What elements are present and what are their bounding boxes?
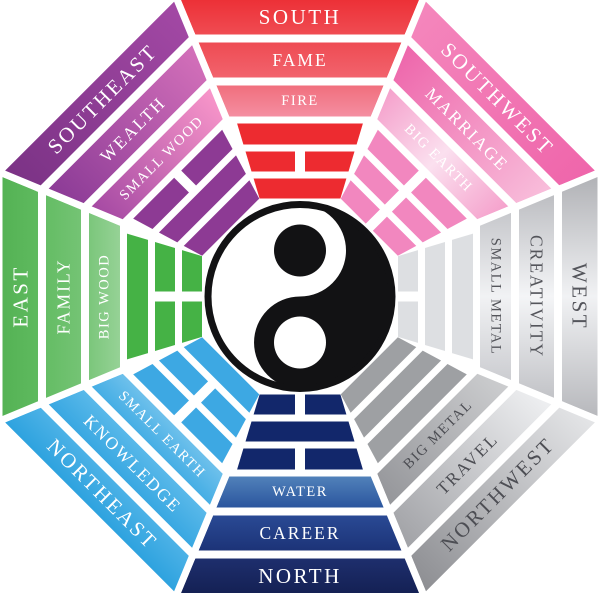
label-west-middle: CREATIVITY bbox=[527, 235, 547, 358]
trigram-line-southwest-1-broken bbox=[367, 129, 419, 186]
trigram-line-north-2-solid bbox=[245, 421, 355, 442]
sector-east: EAST FAMILY BIG WOOD bbox=[0, 168, 202, 425]
trigram-line-south-1-solid bbox=[237, 123, 363, 145]
trigram-line-southeast-1-broken bbox=[133, 177, 189, 230]
band-southeast-inner bbox=[79, 75, 232, 228]
trigram-line-west-3-broken bbox=[398, 301, 418, 343]
trigram-line-west-3-broken bbox=[398, 250, 418, 292]
trigram-line-north-1-broken bbox=[237, 448, 295, 470]
trigram-line-northwest-2-solid bbox=[354, 350, 442, 438]
label-east-inner: BIG WOOD bbox=[97, 254, 113, 339]
trigram-line-south-2-broken bbox=[305, 151, 355, 172]
sector-west: WEST CREATIVITY SMALL METAL bbox=[398, 168, 600, 425]
trigram-line-southwest-3-broken bbox=[372, 216, 417, 256]
label-west-inner: SMALL METAL bbox=[488, 238, 504, 356]
trigram-line-north-3-broken bbox=[305, 394, 347, 415]
label-west-outer: WEST bbox=[568, 263, 592, 330]
label-east-outer: EAST bbox=[9, 265, 33, 328]
trigram-kan-water bbox=[237, 394, 363, 470]
label-north-outer: NORTH bbox=[258, 564, 342, 588]
label-north-middle: CAREER bbox=[259, 523, 340, 543]
label-east-middle: FAMILY bbox=[54, 258, 74, 334]
label-north-inner: WATER bbox=[272, 484, 328, 500]
trigram-line-east-2-broken bbox=[155, 242, 175, 292]
trigram-line-northeast-2-broken bbox=[158, 350, 209, 396]
trigram-line-west-2-solid bbox=[425, 242, 445, 351]
trigram-line-northeast-3-solid bbox=[183, 337, 260, 413]
trigram-kun-earth bbox=[340, 129, 467, 256]
trigram-gen-mountain bbox=[133, 337, 260, 464]
trigram-line-south-3-solid bbox=[253, 178, 347, 199]
trigram-line-southeast-3-solid bbox=[183, 180, 260, 256]
trigram-line-east-2-broken bbox=[155, 301, 175, 351]
trigram-line-northeast-1-broken bbox=[181, 407, 233, 464]
trigram-line-east-3-broken bbox=[182, 250, 202, 292]
trigram-dui-lake bbox=[398, 233, 473, 360]
trigram-line-east-1-solid bbox=[127, 233, 148, 360]
label-south-outer: SOUTH bbox=[259, 5, 342, 29]
trigram-line-southeast-2-solid bbox=[158, 155, 246, 243]
trigram-line-south-2-broken bbox=[245, 151, 295, 172]
yin-yang-dark-dot bbox=[274, 224, 326, 277]
label-south-middle: FAME bbox=[272, 50, 327, 70]
trigram-line-east-3-broken bbox=[182, 301, 202, 343]
label-south-inner: FIRE bbox=[281, 93, 318, 109]
yin-yang-rim bbox=[204, 201, 396, 392]
trigram-line-southwest-1-broken bbox=[411, 177, 467, 230]
trigram-qian-heaven bbox=[340, 337, 467, 464]
trigram-line-northwest-3-solid bbox=[340, 337, 417, 413]
trigram-xun-wind bbox=[133, 129, 260, 256]
yin-yang-symbol bbox=[204, 201, 396, 392]
trigram-line-northeast-1-broken bbox=[133, 363, 189, 416]
trigram-line-west-1-solid bbox=[452, 233, 473, 360]
trigram-line-north-3-broken bbox=[253, 394, 295, 415]
trigram-line-southeast-1-broken bbox=[181, 129, 233, 186]
trigram-line-northwest-1-solid bbox=[367, 363, 467, 464]
trigram-line-southwest-2-broken bbox=[354, 155, 399, 205]
yin-yang-light-dot bbox=[274, 316, 326, 369]
trigram-line-north-1-broken bbox=[305, 448, 363, 470]
trigram-line-southwest-3-broken bbox=[340, 180, 380, 224]
trigram-zhen-thunder bbox=[127, 233, 202, 360]
trigram-li-fire bbox=[237, 123, 363, 199]
trigram-line-northeast-2-broken bbox=[201, 388, 246, 438]
trigram-line-southwest-2-broken bbox=[391, 197, 442, 243]
